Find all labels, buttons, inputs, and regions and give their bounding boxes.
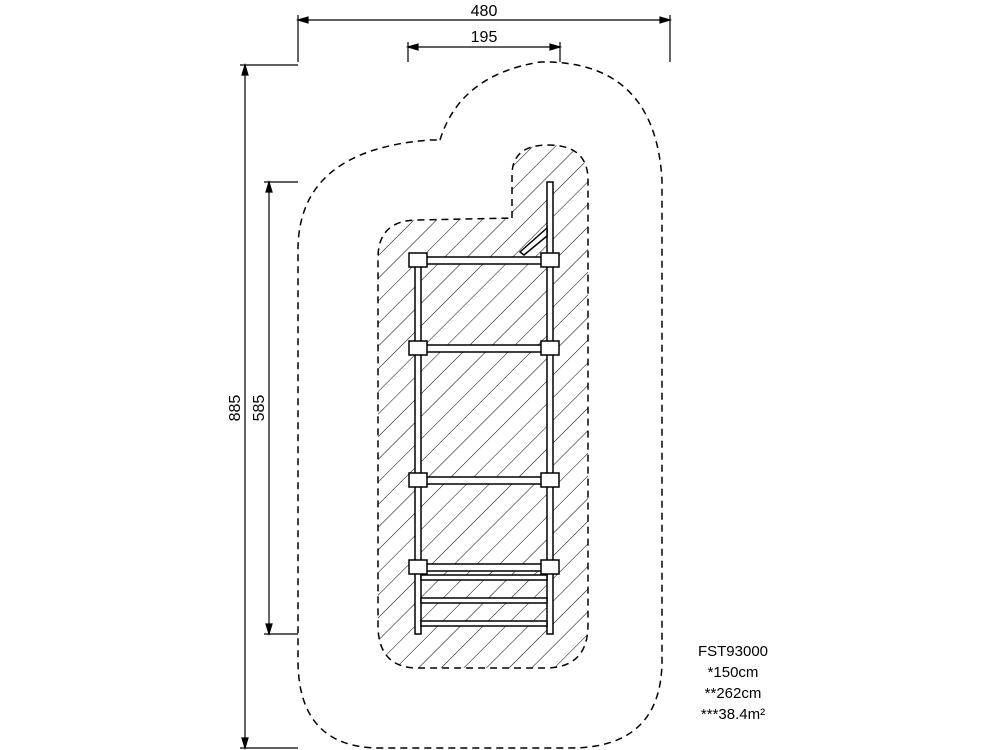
dim-inner-width xyxy=(405,42,563,62)
dim-inner-width-label: 195 xyxy=(471,29,498,46)
outer-safety-zone xyxy=(297,61,663,749)
clamp xyxy=(408,472,428,488)
rung xyxy=(420,620,548,627)
dim-inner-height-label: 585 xyxy=(251,395,268,422)
rung xyxy=(420,256,548,265)
clamp xyxy=(540,340,560,356)
spec-block: FST93000 *150cm **262cm ***38.4m² xyxy=(698,643,768,723)
diagonal-brace xyxy=(518,226,548,256)
clamp xyxy=(540,252,560,268)
dim-inner-height xyxy=(264,179,298,637)
rung xyxy=(420,597,548,604)
dim-outer-height xyxy=(240,62,298,750)
left-post xyxy=(414,261,422,635)
dim-outer-width-label: 480 xyxy=(471,3,498,20)
spec-area: ***38.4m² xyxy=(701,706,765,723)
climbing-frame xyxy=(408,181,560,635)
dim-outer-height-label: 885 xyxy=(227,395,244,422)
clamp xyxy=(540,472,560,488)
rung xyxy=(420,344,548,353)
dim-outer-width xyxy=(295,15,673,62)
clamp xyxy=(408,252,428,268)
clamp xyxy=(408,559,428,575)
clamp xyxy=(408,340,428,356)
rung xyxy=(420,574,548,581)
rung xyxy=(420,476,548,485)
impact-area xyxy=(377,144,589,669)
clamp xyxy=(540,559,560,575)
right-post xyxy=(546,181,554,635)
rung xyxy=(420,563,548,572)
spec-height: **262cm xyxy=(705,685,762,702)
model-number: FST93000 xyxy=(698,643,768,660)
spec-free-fall-height: *150cm xyxy=(708,664,759,681)
